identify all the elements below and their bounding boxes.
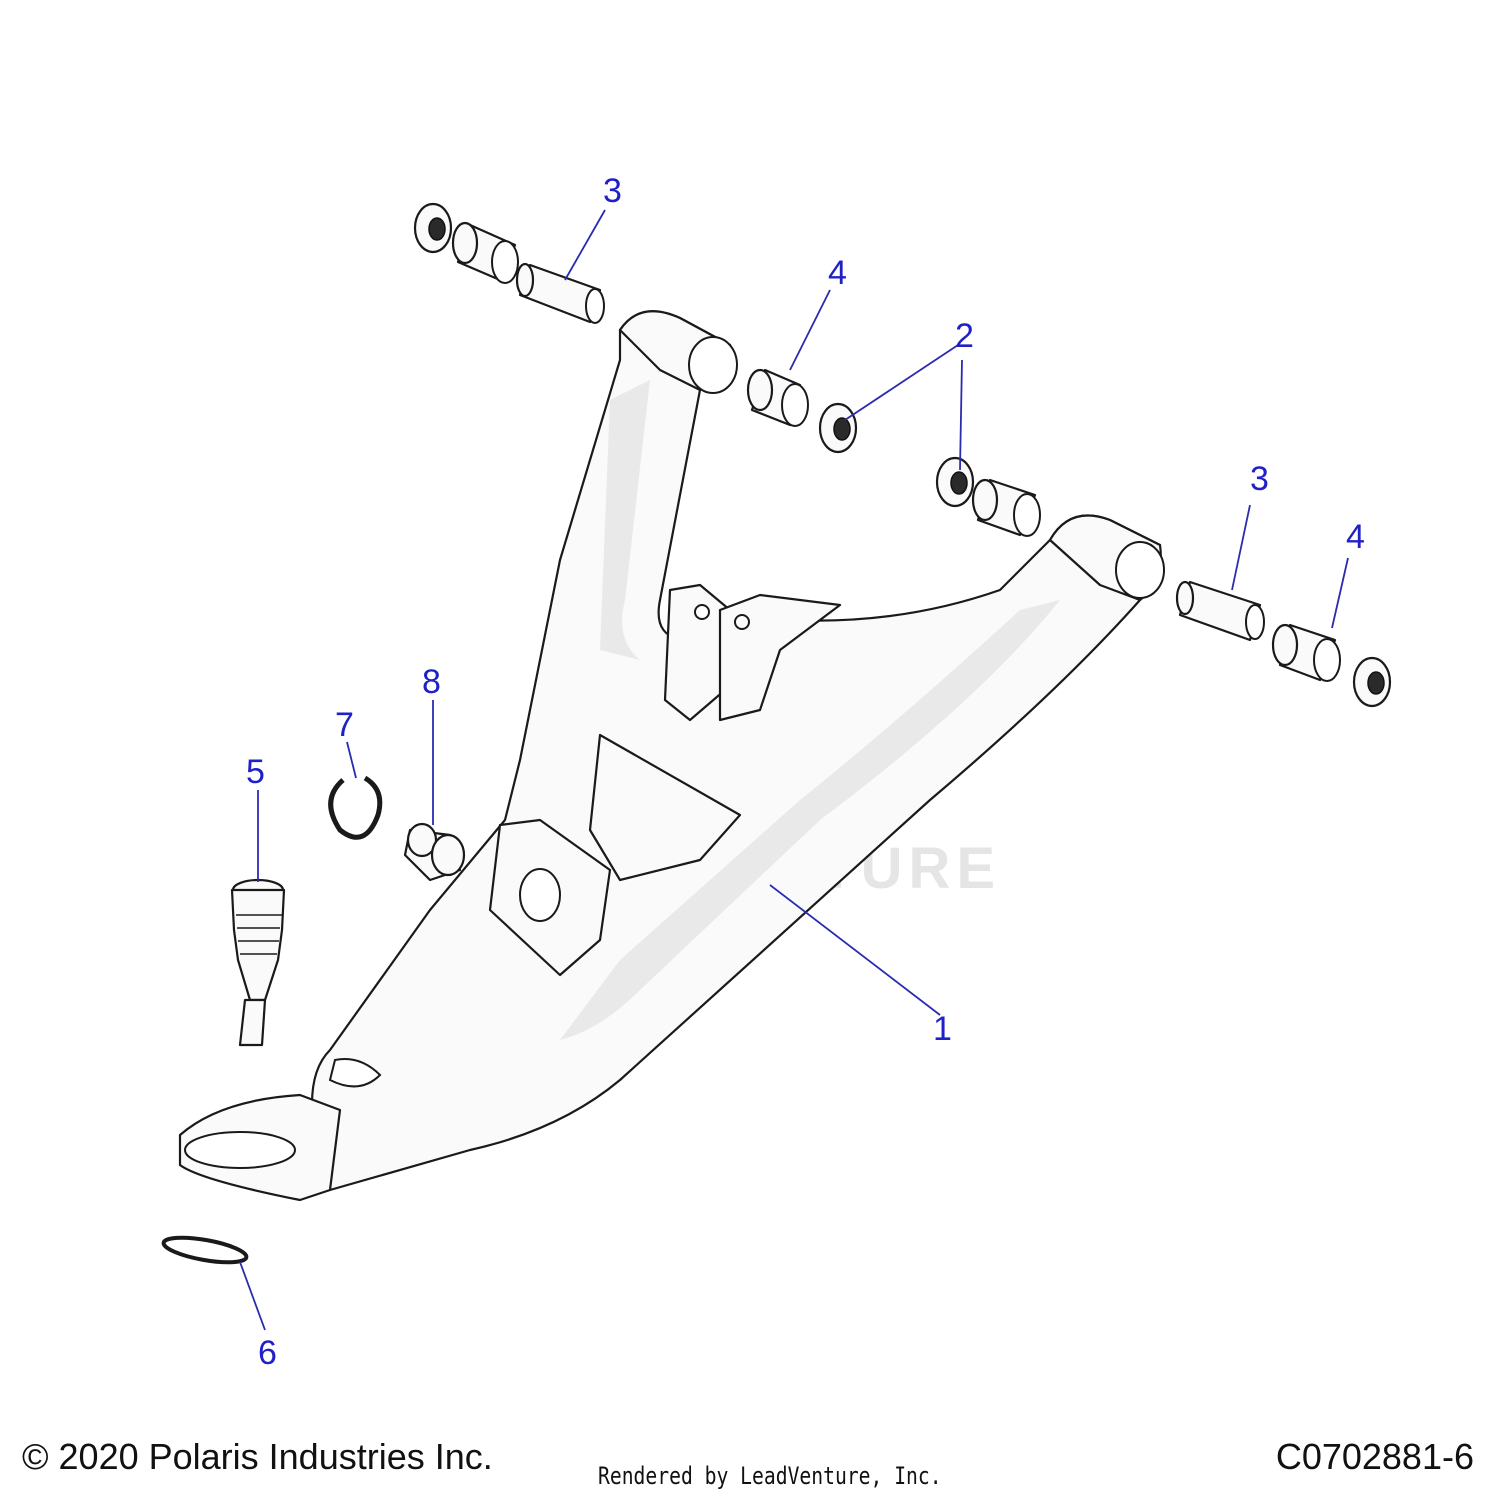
- rendered-by-text: Rendered by LeadVenture, Inc.: [598, 1462, 942, 1490]
- callout-8: 8: [422, 663, 441, 701]
- ball-joint-5: [230, 878, 286, 1047]
- leader-lines: [239, 209, 1349, 1331]
- pivot-bushing-stack-upper: [413, 202, 605, 324]
- callout-6: 6: [258, 1334, 277, 1372]
- callout-1: 1: [933, 1010, 952, 1048]
- callout-4-upper: 4: [828, 254, 847, 292]
- callout-3-upper: 3: [603, 172, 622, 210]
- retaining-ring-7: [328, 775, 383, 840]
- callout-7: 7: [335, 706, 354, 744]
- pivot-bushing-stack-right: [1175, 580, 1392, 708]
- a-arm: [178, 310, 1165, 1202]
- callouts: 3 4 2 3 4 8 7 5 1 6: [246, 172, 1365, 1372]
- drawing-number: C0702881-6: [1275, 1436, 1474, 1477]
- bushing-and-seals-center: [746, 368, 1041, 537]
- callout-5: 5: [246, 753, 265, 791]
- copyright-text: © 2020 Polaris Industries Inc.: [22, 1436, 493, 1477]
- snap-ring-6: [161, 1235, 249, 1265]
- bushing-8: [403, 822, 466, 882]
- callout-3-right: 3: [1250, 460, 1269, 498]
- callout-4-right: 4: [1346, 518, 1365, 556]
- callout-2: 2: [955, 317, 974, 355]
